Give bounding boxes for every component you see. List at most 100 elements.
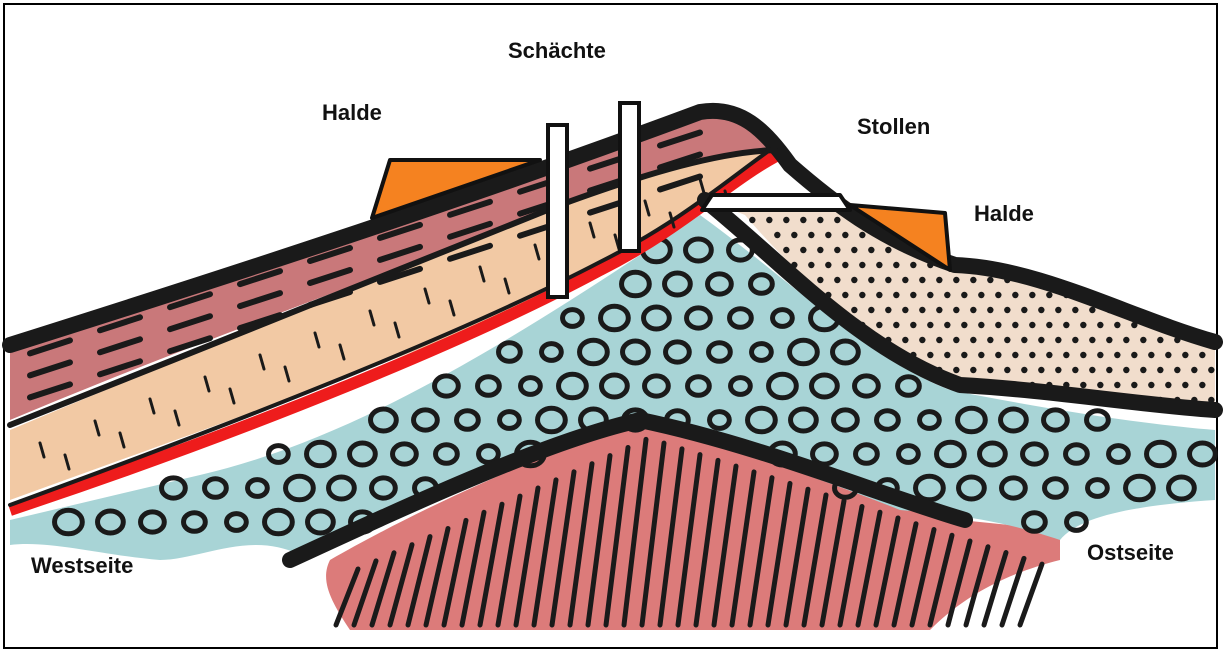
dot bbox=[1148, 352, 1154, 358]
dot bbox=[1004, 337, 1010, 343]
dot bbox=[1089, 367, 1095, 373]
dot bbox=[783, 247, 789, 253]
label-halde-left: Halde bbox=[322, 100, 382, 126]
dot bbox=[868, 307, 874, 313]
dot bbox=[1097, 322, 1103, 328]
dot bbox=[766, 217, 772, 223]
dot bbox=[800, 247, 806, 253]
dot bbox=[1106, 367, 1112, 373]
dot bbox=[1063, 322, 1069, 328]
dot bbox=[1114, 352, 1120, 358]
label-stollen: Stollen bbox=[857, 114, 930, 140]
dot bbox=[859, 232, 865, 238]
dot bbox=[1021, 337, 1027, 343]
dot bbox=[961, 292, 967, 298]
dot bbox=[885, 307, 891, 313]
dot bbox=[834, 217, 840, 223]
dot bbox=[817, 247, 823, 253]
dot bbox=[1131, 382, 1137, 388]
dot bbox=[970, 367, 976, 373]
dot bbox=[987, 277, 993, 283]
dot bbox=[859, 292, 865, 298]
dot bbox=[919, 307, 925, 313]
dot bbox=[1157, 337, 1163, 343]
dot bbox=[910, 262, 916, 268]
dot bbox=[851, 307, 857, 313]
dot bbox=[876, 262, 882, 268]
dot bbox=[876, 322, 882, 328]
dot bbox=[1038, 307, 1044, 313]
dot bbox=[1046, 352, 1052, 358]
dot bbox=[987, 337, 993, 343]
dot bbox=[1140, 337, 1146, 343]
dot bbox=[995, 292, 1001, 298]
dot bbox=[876, 292, 882, 298]
dot bbox=[774, 232, 780, 238]
dot bbox=[1123, 367, 1129, 373]
dot bbox=[902, 277, 908, 283]
dot bbox=[1029, 292, 1035, 298]
dot bbox=[825, 232, 831, 238]
dot bbox=[893, 322, 899, 328]
dot bbox=[953, 277, 959, 283]
dot bbox=[953, 337, 959, 343]
dot bbox=[1106, 337, 1112, 343]
dot bbox=[961, 352, 967, 358]
dot bbox=[817, 217, 823, 223]
dot bbox=[1055, 337, 1061, 343]
dot bbox=[859, 262, 865, 268]
dot bbox=[1004, 307, 1010, 313]
dot bbox=[970, 337, 976, 343]
dot bbox=[842, 292, 848, 298]
dot bbox=[936, 307, 942, 313]
dot bbox=[1038, 337, 1044, 343]
hatch-line bbox=[1020, 564, 1042, 625]
dot bbox=[1046, 322, 1052, 328]
dot bbox=[1182, 382, 1188, 388]
dot bbox=[783, 217, 789, 223]
dot bbox=[944, 292, 950, 298]
dot bbox=[1029, 322, 1035, 328]
dot bbox=[987, 367, 993, 373]
dot bbox=[1080, 352, 1086, 358]
dot bbox=[1140, 367, 1146, 373]
dot bbox=[953, 307, 959, 313]
dot bbox=[1021, 367, 1027, 373]
dot bbox=[1012, 292, 1018, 298]
dot bbox=[817, 277, 823, 283]
dot bbox=[1182, 352, 1188, 358]
dot bbox=[808, 232, 814, 238]
dot bbox=[1063, 352, 1069, 358]
dot bbox=[868, 277, 874, 283]
dot bbox=[1080, 382, 1086, 388]
dot bbox=[1029, 352, 1035, 358]
dot bbox=[791, 232, 797, 238]
label-halde-right: Halde bbox=[974, 201, 1034, 227]
dot bbox=[1072, 367, 1078, 373]
dot bbox=[978, 292, 984, 298]
dot bbox=[961, 322, 967, 328]
dot bbox=[953, 367, 959, 373]
dot bbox=[885, 277, 891, 283]
dot bbox=[1191, 367, 1197, 373]
dot bbox=[910, 292, 916, 298]
dot bbox=[1114, 322, 1120, 328]
dot bbox=[842, 232, 848, 238]
dot bbox=[1021, 307, 1027, 313]
dot bbox=[1046, 292, 1052, 298]
dot bbox=[936, 277, 942, 283]
dot bbox=[834, 277, 840, 283]
dot bbox=[1089, 337, 1095, 343]
dot bbox=[936, 337, 942, 343]
dot bbox=[808, 262, 814, 268]
dot bbox=[1004, 367, 1010, 373]
dot bbox=[1208, 367, 1214, 373]
dot bbox=[851, 277, 857, 283]
dot bbox=[851, 247, 857, 253]
dot bbox=[868, 247, 874, 253]
dot bbox=[1174, 367, 1180, 373]
dot bbox=[978, 352, 984, 358]
dot bbox=[885, 247, 891, 253]
dot bbox=[1097, 382, 1103, 388]
